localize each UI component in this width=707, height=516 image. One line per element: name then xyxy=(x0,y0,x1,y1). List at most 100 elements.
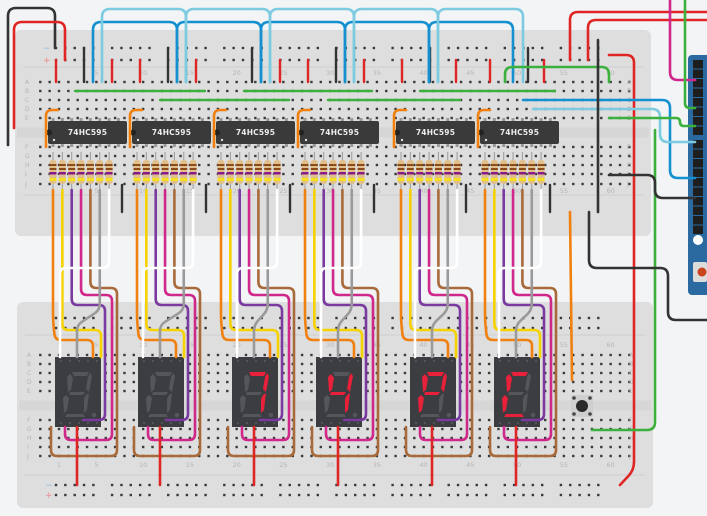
breadboard-hole[interactable] xyxy=(366,445,369,449)
rail-hole[interactable] xyxy=(578,316,581,320)
rail-hole[interactable] xyxy=(241,46,245,50)
breadboard-hole[interactable] xyxy=(170,427,173,431)
breadboard-hole[interactable] xyxy=(403,154,407,158)
resistor[interactable] xyxy=(453,152,461,190)
breadboard-hole[interactable] xyxy=(300,427,304,431)
breadboard-hole[interactable] xyxy=(618,353,622,357)
breadboard-hole[interactable] xyxy=(338,445,341,449)
breadboard-hole[interactable] xyxy=(244,445,248,449)
breadboard-hole[interactable] xyxy=(553,371,556,375)
rail-hole[interactable] xyxy=(138,326,142,330)
rail-hole[interactable] xyxy=(569,493,572,497)
arduino-header-pin[interactable] xyxy=(693,69,703,79)
breadboard-hole[interactable] xyxy=(590,89,594,93)
wire-segment[interactable] xyxy=(219,188,272,359)
resistor[interactable] xyxy=(518,152,526,190)
rail-hole[interactable] xyxy=(64,316,67,320)
breadboard-hole[interactable] xyxy=(618,362,622,366)
breadboard-hole[interactable] xyxy=(207,445,210,449)
breadboard-hole[interactable] xyxy=(123,353,126,357)
breadboard-hole[interactable] xyxy=(590,371,594,375)
breadboard-hole[interactable] xyxy=(48,89,51,93)
breadboard-hole[interactable] xyxy=(310,154,313,158)
breadboard-hole[interactable] xyxy=(628,418,631,422)
rail-hole[interactable] xyxy=(288,58,291,62)
breadboard-hole[interactable] xyxy=(85,353,89,357)
rail-hole[interactable] xyxy=(578,46,581,50)
breadboard-hole[interactable] xyxy=(534,145,538,149)
breadboard-hole[interactable] xyxy=(188,116,192,120)
arduino-header-pin[interactable] xyxy=(693,206,703,216)
wire-clock-bus[interactable] xyxy=(427,20,515,84)
breadboard-hole[interactable] xyxy=(394,353,397,357)
rail-hole[interactable] xyxy=(475,483,478,487)
breadboard-hole[interactable] xyxy=(188,154,192,158)
arduino-header-pin[interactable] xyxy=(693,88,703,98)
breadboard-hole[interactable] xyxy=(263,182,266,186)
wire-segment[interactable] xyxy=(322,188,368,422)
breadboard-hole[interactable] xyxy=(188,145,192,149)
breadboard-hole[interactable] xyxy=(478,445,481,449)
breadboard-hole[interactable] xyxy=(300,454,304,458)
breadboard-hole[interactable] xyxy=(57,98,61,102)
resistor[interactable] xyxy=(416,152,424,190)
breadboard-hole[interactable] xyxy=(375,163,379,167)
breadboard-hole[interactable] xyxy=(525,353,528,357)
wire-gnd-left[interactable] xyxy=(6,6,57,147)
button-cap[interactable] xyxy=(576,400,588,412)
breadboard-hole[interactable] xyxy=(254,353,257,357)
breadboard-hole[interactable] xyxy=(515,98,519,102)
breadboard-hole[interactable] xyxy=(85,116,89,120)
breadboard-hole[interactable] xyxy=(357,107,360,111)
breadboard-hole[interactable] xyxy=(170,436,173,440)
rail-hole[interactable] xyxy=(288,493,291,497)
resistor[interactable] xyxy=(481,152,489,190)
breadboard-hole[interactable] xyxy=(422,353,425,357)
breadboard-hole[interactable] xyxy=(282,371,285,375)
breadboard-hole[interactable] xyxy=(487,353,491,357)
breadboard-hole[interactable] xyxy=(562,362,566,366)
breadboard-hole[interactable] xyxy=(497,163,500,167)
breadboard-hole[interactable] xyxy=(534,163,538,167)
breadboard-hole[interactable] xyxy=(226,116,229,120)
breadboard-hole[interactable] xyxy=(151,116,154,120)
breadboard-hole[interactable] xyxy=(366,371,369,375)
breadboard-hole[interactable] xyxy=(581,427,584,431)
breadboard-hole[interactable] xyxy=(544,427,547,431)
rail-hole[interactable] xyxy=(223,326,226,330)
breadboard-hole[interactable] xyxy=(572,145,575,149)
breadboard-hole[interactable] xyxy=(207,380,210,384)
breadboard-hole[interactable] xyxy=(562,116,566,120)
breadboard-hole[interactable] xyxy=(216,116,220,120)
breadboard-hole[interactable] xyxy=(188,445,192,449)
breadboard-hole[interactable] xyxy=(553,436,556,440)
rail-hole[interactable] xyxy=(559,493,563,497)
breadboard-hole[interactable] xyxy=(506,353,509,357)
breadboard-hole[interactable] xyxy=(357,154,360,158)
breadboard-hole[interactable] xyxy=(160,116,164,120)
breadboard-hole[interactable] xyxy=(338,427,341,431)
breadboard-hole[interactable] xyxy=(226,362,229,366)
breadboard-hole[interactable] xyxy=(572,182,575,186)
breadboard-hole[interactable] xyxy=(48,80,51,84)
breadboard-hole[interactable] xyxy=(132,454,135,458)
breadboard-hole[interactable] xyxy=(347,436,351,440)
breadboard-hole[interactable] xyxy=(572,172,575,176)
breadboard-hole[interactable] xyxy=(450,445,453,449)
breadboard-hole[interactable] xyxy=(85,445,89,449)
breadboard-hole[interactable] xyxy=(226,154,229,158)
breadboard-hole[interactable] xyxy=(450,436,453,440)
breadboard-hole[interactable] xyxy=(572,454,575,458)
breadboard-hole[interactable] xyxy=(113,182,117,186)
rail-hole[interactable] xyxy=(288,46,291,50)
breadboard-hole[interactable] xyxy=(366,389,369,393)
breadboard-hole[interactable] xyxy=(282,445,285,449)
rail-hole[interactable] xyxy=(316,46,319,50)
breadboard-hole[interactable] xyxy=(48,182,51,186)
rail-hole[interactable] xyxy=(372,483,376,487)
breadboard-hole[interactable] xyxy=(628,371,631,375)
breadboard-hole[interactable] xyxy=(254,107,257,111)
breadboard-hole[interactable] xyxy=(618,454,622,458)
breadboard-hole[interactable] xyxy=(95,145,98,149)
breadboard-hole[interactable] xyxy=(590,445,594,449)
